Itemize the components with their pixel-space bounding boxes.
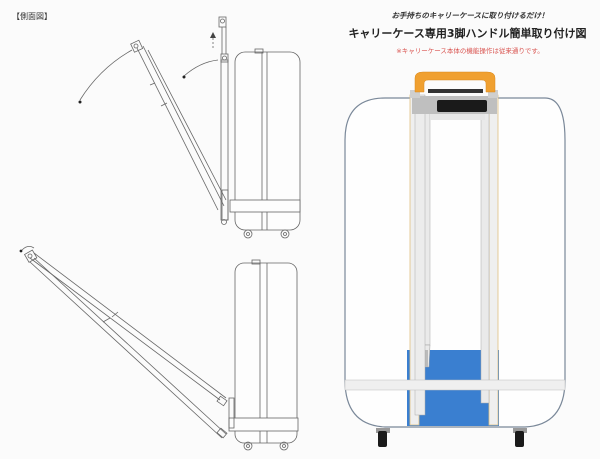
diagram-title: キャリーケース専用3脚ハンドル簡単取り付け図 [348,27,587,40]
side-view-extended [19,246,299,451]
front-view [344,71,566,447]
subtitle: お手持ちのキャリーケースに取り付けるだけ！ [391,11,549,20]
note-text: ※キャリーケース本体の機能操作は従来通りです。 [396,47,544,55]
side-view-folded [78,16,301,239]
side-view-label: 【側面図】 [12,12,52,21]
